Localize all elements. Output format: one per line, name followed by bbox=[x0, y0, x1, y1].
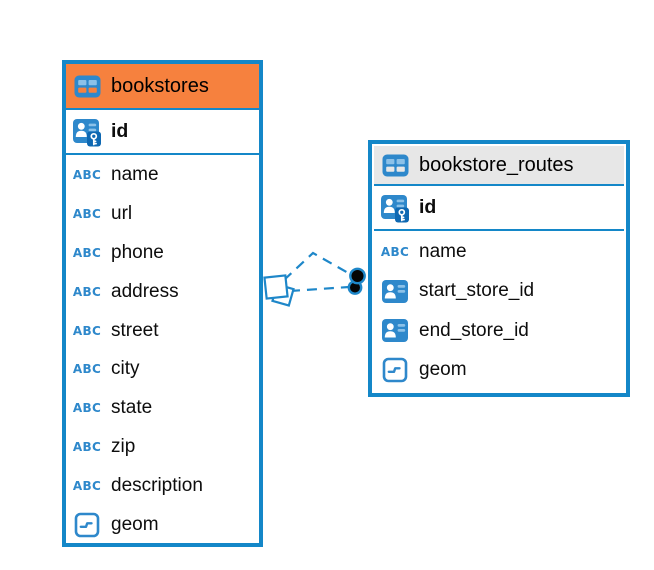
table-title: bookstores bbox=[111, 74, 209, 97]
text-abc-icon: ABC bbox=[72, 168, 102, 183]
field-row[interactable]: end_store_id bbox=[374, 311, 624, 351]
text-abc-icon: ABC bbox=[72, 439, 102, 454]
field-row[interactable]: ABC state bbox=[66, 389, 259, 428]
field-label: zip bbox=[111, 435, 136, 457]
text-abc-icon: ABC bbox=[72, 478, 102, 493]
reference-icon bbox=[380, 318, 410, 343]
text-abc-icon: ABC bbox=[72, 284, 102, 299]
field-label: name bbox=[111, 164, 159, 186]
text-abc-icon: ABC bbox=[72, 207, 102, 222]
table-header[interactable]: bookstore_routes bbox=[374, 146, 624, 186]
reference-icon bbox=[380, 279, 410, 304]
geometry-icon bbox=[380, 357, 410, 383]
field-row-primary-key[interactable]: id bbox=[374, 186, 624, 231]
field-label: phone bbox=[111, 241, 164, 263]
field-label: street bbox=[111, 319, 159, 341]
field-row[interactable]: ABC description bbox=[66, 466, 259, 505]
field-row[interactable]: ABC name bbox=[66, 156, 259, 195]
field-label: end_store_id bbox=[419, 319, 529, 341]
primary-key-icon bbox=[72, 117, 102, 147]
field-row[interactable]: ABC url bbox=[66, 195, 259, 234]
field-row[interactable]: ABC name bbox=[374, 232, 624, 272]
geometry-icon bbox=[72, 512, 102, 538]
relation-line-lower[interactable] bbox=[289, 285, 350, 293]
table-bookstore-routes[interactable]: bookstore_routes id ABC name start_store_i… bbox=[368, 140, 630, 397]
text-abc-icon: ABC bbox=[72, 323, 102, 338]
primary-key-icon bbox=[380, 193, 410, 223]
field-row[interactable]: ABC phone bbox=[66, 234, 259, 273]
table-title: bookstore_routes bbox=[419, 153, 574, 176]
text-abc-icon: ABC bbox=[72, 401, 102, 416]
field-row[interactable]: ABC address bbox=[66, 272, 259, 311]
text-abc-icon: ABC bbox=[380, 244, 410, 259]
field-label: address bbox=[111, 280, 179, 302]
field-label: start_store_id bbox=[419, 280, 535, 302]
field-row[interactable]: start_store_id bbox=[374, 272, 624, 312]
field-row[interactable]: ABC zip bbox=[66, 428, 259, 467]
field-label: geom bbox=[111, 513, 159, 535]
field-label: description bbox=[111, 474, 203, 496]
relation-line-upper[interactable] bbox=[283, 251, 351, 281]
field-label: name bbox=[419, 240, 467, 262]
field-row[interactable]: geom bbox=[374, 351, 624, 391]
field-label: city bbox=[111, 358, 140, 380]
field-row[interactable]: ABC street bbox=[66, 311, 259, 350]
field-label: id bbox=[419, 196, 437, 218]
field-label: state bbox=[111, 397, 153, 419]
field-label: id bbox=[111, 120, 129, 142]
table-icon bbox=[72, 75, 102, 98]
table-header[interactable]: bookstores bbox=[66, 64, 259, 110]
relation-link[interactable] bbox=[263, 251, 366, 307]
text-abc-icon: ABC bbox=[72, 245, 102, 260]
field-label: url bbox=[111, 203, 133, 225]
field-row[interactable]: ABC city bbox=[66, 350, 259, 389]
field-label: geom bbox=[419, 359, 467, 381]
text-abc-icon: ABC bbox=[72, 362, 102, 377]
geometry-diamond-marker bbox=[263, 274, 295, 307]
table-icon bbox=[380, 154, 410, 177]
field-row[interactable]: geom bbox=[66, 505, 259, 544]
field-row-primary-key[interactable]: id bbox=[66, 110, 259, 155]
endpoint-dot-marker bbox=[347, 267, 366, 295]
